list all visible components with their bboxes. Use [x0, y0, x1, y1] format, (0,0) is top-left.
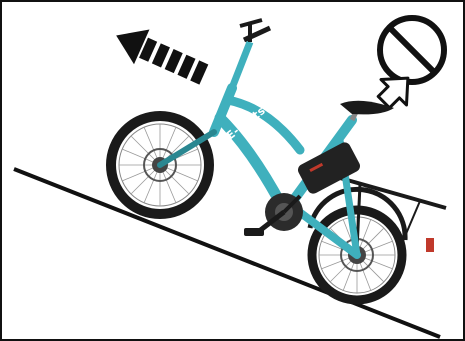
no-entry-icon — [380, 18, 444, 82]
rear-light — [426, 238, 434, 252]
handlebar — [232, 20, 270, 88]
left-up-dashed-arrow-icon — [108, 18, 211, 92]
